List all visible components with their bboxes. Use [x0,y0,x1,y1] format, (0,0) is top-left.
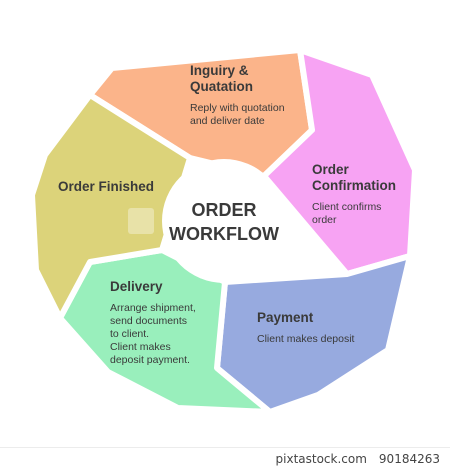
center-title-line-2: WORKFLOW [169,224,279,244]
footer-image-id: 90184263 [378,451,440,466]
center-circle [162,159,286,283]
segment-title-order-confirmation: Confirmation [312,178,396,193]
watermark-logo-mark [128,208,154,234]
segment-description-delivery: deposit payment. [110,354,190,366]
segment-title-inquiry-quotation: Quatation [190,79,253,94]
segment-title-order-confirmation: Order [312,162,350,177]
segment-description-delivery: Client makes [110,341,171,353]
segment-description-delivery: to client. [110,328,149,340]
segment-description-payment: Client makes deposit [257,333,355,345]
segment-order-finished [29,92,193,321]
segment-description-order-confirmation: order [312,214,337,226]
watermark: PIXTA [128,208,254,241]
footer: pixtastock.com 90184263 [0,447,450,469]
segment-description-inquiry-quotation: Reply with quotation [190,102,285,114]
watermark-text: PIXTA [163,208,254,241]
segment-description-delivery: send documents [110,315,187,327]
segment-title-payment: Payment [257,310,314,325]
segment-description-order-confirmation: Client confirms [312,201,381,213]
center-title-line-1: ORDER [191,200,256,220]
segment-title-order-finished: Order Finished [58,179,154,194]
segment-title-inquiry-quotation: Inguiry & [190,63,249,78]
footer-site: pixtastock.com [275,451,367,466]
segment-description-inquiry-quotation: and deliver date [190,115,265,127]
segment-description-delivery: Arrange shipment, [110,302,196,314]
segment-title-delivery: Delivery [110,279,163,294]
